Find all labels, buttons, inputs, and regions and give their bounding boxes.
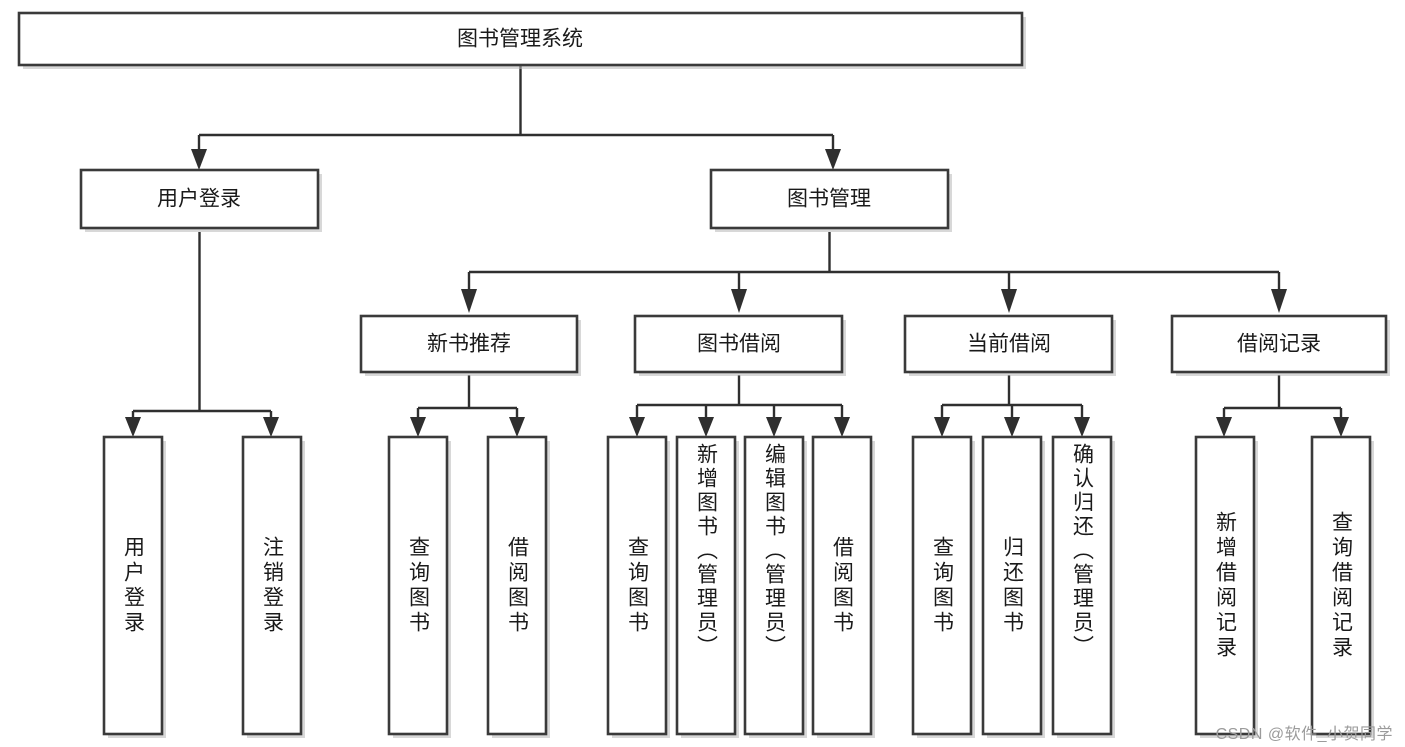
node-user-login[interactable]: 用户登录: [79, 168, 322, 232]
node-leaf-add-book-fo: 新增图书（管理员）: [694, 443, 718, 659]
node-leaf-add-record[interactable]: 新增借阅记录: [1194, 435, 1258, 738]
node-leaf-query-book-1-label: 查询图书: [406, 535, 430, 636]
node-leaf-add-book[interactable]: 新增图书（管理员）: [675, 435, 739, 738]
node-leaf-add-record-fo: 新增借阅记录: [1213, 510, 1237, 661]
node-leaf-confirm-return[interactable]: 确认归还（管理员）: [1051, 435, 1115, 738]
node-leaf-user-login-box: [102, 435, 164, 736]
node-leaf-query-book-2[interactable]: 查询图书: [606, 435, 670, 738]
node-root[interactable]: 图书管理系统: [17, 11, 1026, 69]
node-leaf-borrow-book-1[interactable]: 借阅图书: [486, 435, 550, 738]
arrow-leaf-edit-book: [766, 417, 782, 437]
node-leaf-query-book-3[interactable]: 查询图书: [911, 435, 975, 738]
node-book-manage-label: 图书管理: [787, 188, 871, 211]
node-user-login-label: 用户登录: [157, 188, 241, 211]
arrow-leaf-add-record: [1216, 417, 1232, 437]
node-leaf-query-book-2-label: 查询图书: [625, 535, 649, 636]
arrow-current-borrow: [1001, 289, 1017, 313]
arrow-leaf-confirm-return: [1074, 417, 1090, 437]
node-root-box: [17, 11, 1024, 67]
node-current-borrow[interactable]: 当前借阅: [903, 314, 1116, 376]
node-leaf-edit-book-label: 编辑图书（管理员）: [762, 443, 786, 659]
node-leaf-query-book-1-box: [387, 435, 449, 736]
node-book-borrow[interactable]: 图书借阅: [633, 314, 846, 376]
node-leaf-query-record-box: [1310, 435, 1372, 736]
node-leaf-query-record[interactable]: 查询借阅记录: [1310, 435, 1374, 738]
arrow-borrow-record: [1271, 289, 1287, 313]
arrow-user-login: [191, 149, 207, 170]
node-leaf-return-book-label: 归还图书: [1000, 535, 1024, 636]
node-leaf-add-record-box: [1194, 435, 1256, 736]
node-leaf-confirm-return-fo: 确认归还（管理员）: [1070, 443, 1094, 659]
node-leaf-logout[interactable]: 注销登录: [241, 435, 305, 738]
node-new-book-rec-box: [359, 314, 579, 374]
node-leaf-user-login[interactable]: 用户登录: [102, 435, 166, 738]
node-leaf-borrow-book-1-label: 借阅图书: [505, 535, 529, 636]
node-leaf-edit-book[interactable]: 编辑图书（管理员）: [743, 435, 807, 738]
node-leaf-return-book[interactable]: 归还图书: [981, 435, 1045, 738]
node-book-borrow-label: 图书借阅: [697, 333, 781, 356]
node-leaf-user-login-fo: 用户登录: [121, 535, 145, 636]
arrow-leaf-return-book: [1004, 417, 1020, 437]
node-leaf-query-book-2-box: [606, 435, 668, 736]
node-leaf-borrow-book-2[interactable]: 借阅图书: [811, 435, 875, 738]
node-book-manage-box: [709, 168, 950, 230]
node-leaf-borrow-book-2-box: [811, 435, 873, 736]
node-leaf-edit-book-fo: 编辑图书（管理员）: [762, 443, 786, 659]
arrow-leaf-user-login: [125, 417, 141, 437]
node-leaf-return-book-fo: 归还图书: [1000, 535, 1024, 636]
node-new-book-rec[interactable]: 新书推荐: [359, 314, 581, 376]
node-leaf-borrow-book-1-fo: 借阅图书: [505, 535, 529, 636]
arrow-leaf-add-book: [698, 417, 714, 437]
arrow-new-book-rec: [461, 289, 477, 313]
node-leaf-user-login-label: 用户登录: [121, 535, 145, 636]
node-leaf-query-book-1[interactable]: 查询图书: [387, 435, 451, 738]
node-leaf-logout-fo: 注销登录: [260, 535, 284, 636]
node-leaf-edit-book-box: [743, 435, 805, 736]
node-leaf-logout-box: [241, 435, 303, 736]
node-borrow-record[interactable]: 借阅记录: [1170, 314, 1390, 376]
node-leaf-add-book-label: 新增图书（管理员）: [694, 443, 718, 659]
node-root-label: 图书管理系统: [457, 28, 583, 51]
arrow-leaf-query-book-1: [410, 417, 426, 437]
node-current-borrow-box: [903, 314, 1114, 374]
node-leaf-query-book-2-fo: 查询图书: [625, 535, 649, 636]
node-book-borrow-box: [633, 314, 844, 374]
node-user-login-box: [79, 168, 320, 230]
arrow-book-borrow: [731, 289, 747, 313]
edge-group: [125, 66, 1349, 437]
node-borrow-record-box: [1170, 314, 1388, 374]
node-leaf-borrow-book-2-fo: 借阅图书: [830, 535, 854, 636]
node-leaf-query-book-3-box: [911, 435, 973, 736]
node-leaf-query-record-label: 查询借阅记录: [1329, 510, 1353, 661]
node-leaf-borrow-book-1-box: [486, 435, 548, 736]
node-leaf-borrow-book-2-label: 借阅图书: [830, 535, 854, 636]
node-leaf-query-book-1-fo: 查询图书: [406, 535, 430, 636]
node-leaf-confirm-return-label: 确认归还（管理员）: [1070, 443, 1094, 659]
arrow-leaf-borrow-book-1: [509, 417, 525, 437]
node-book-manage[interactable]: 图书管理: [709, 168, 952, 232]
node-borrow-record-label: 借阅记录: [1237, 333, 1321, 356]
node-leaf-query-record-fo: 查询借阅记录: [1329, 510, 1353, 661]
node-new-book-rec-label: 新书推荐: [427, 333, 511, 356]
node-current-borrow-label: 当前借阅: [967, 333, 1051, 356]
arrow-leaf-borrow-book-2: [834, 417, 850, 437]
node-leaf-return-book-box: [981, 435, 1043, 736]
node-leaf-add-record-label: 新增借阅记录: [1213, 510, 1237, 661]
arrow-book-manage: [825, 149, 841, 170]
arrow-leaf-query-record: [1333, 417, 1349, 437]
arrow-leaf-logout: [263, 417, 279, 437]
arrow-leaf-query-book-2: [629, 417, 645, 437]
node-leaf-logout-label: 注销登录: [260, 535, 284, 636]
node-leaf-query-book-3-fo: 查询图书: [930, 535, 954, 636]
node-leaf-query-book-3-label: 查询图书: [930, 535, 954, 636]
arrow-leaf-query-book-3: [934, 417, 950, 437]
node-leaf-add-book-box: [675, 435, 737, 736]
node-leaf-confirm-return-box: [1051, 435, 1113, 736]
